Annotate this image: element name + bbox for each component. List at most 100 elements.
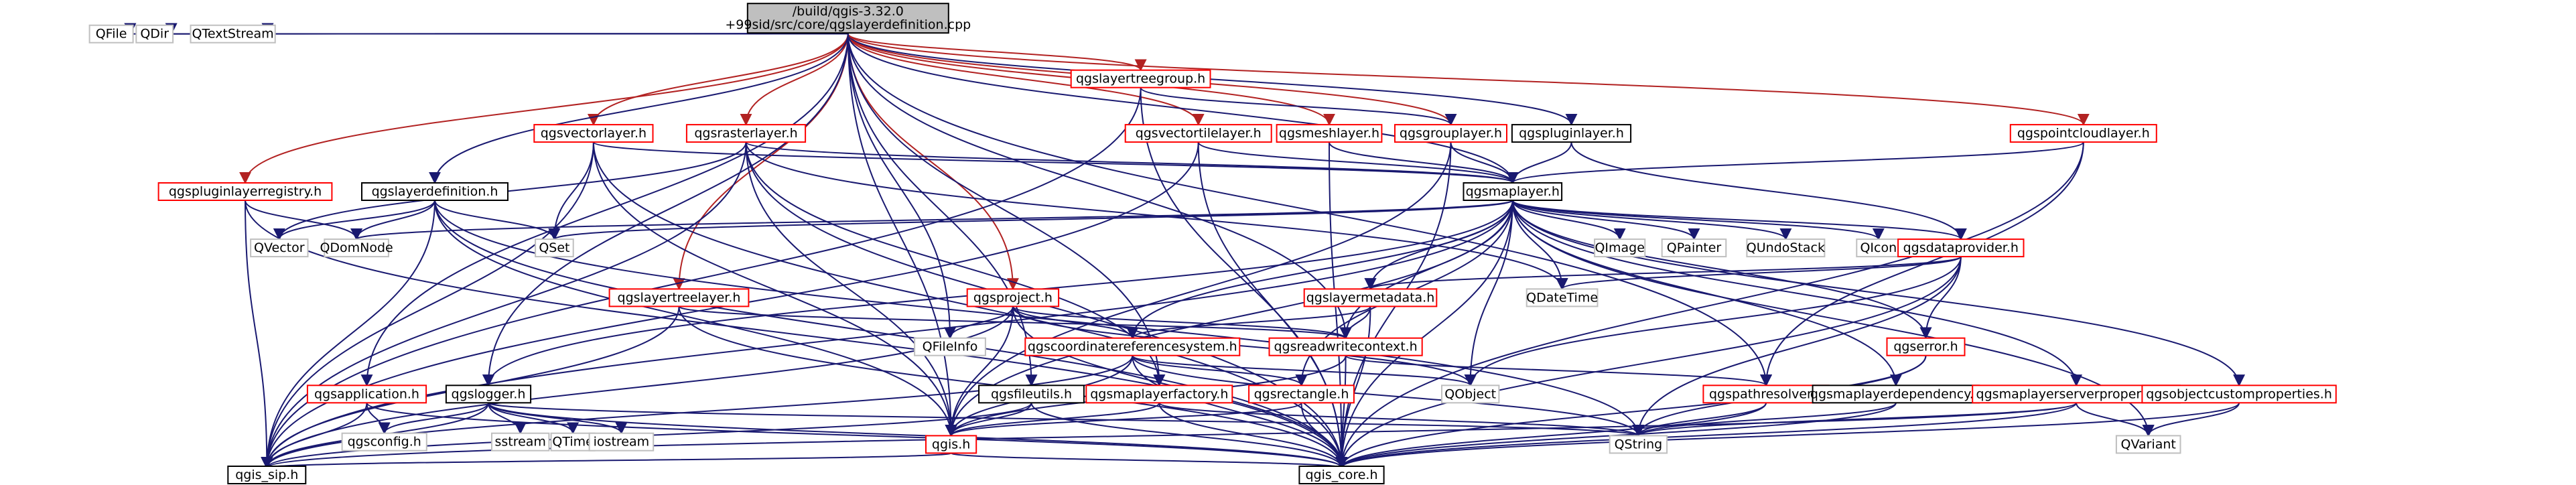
node-box — [1276, 124, 1383, 143]
node-label: QTime — [552, 435, 593, 449]
node-qgsobjectcustomproperties-h[interactable]: qgsobjectcustomproperties.h — [2141, 385, 2337, 404]
edge-root-to-qgslayertreegroup-h — [847, 33, 1147, 72]
edge-root-to-qfileinfo — [847, 33, 956, 340]
edge-root-to-qgspluginlayerregistry-h — [239, 33, 849, 184]
node-qpainter: QPainter — [1661, 238, 1727, 258]
node-label: qgslayerdefinition.h — [372, 184, 498, 199]
edge-qgsvectorlayer-h-to-qgsmaplayer-h — [592, 141, 1519, 184]
node-qgsvectorlayer-h[interactable]: qgsvectorlayer.h — [533, 124, 654, 143]
edge-qgsmaplayerfactory-h-to-qstring — [1158, 402, 1644, 437]
node-label: qgslogger.h — [452, 387, 526, 401]
node-qgslayerdefinition-h[interactable]: qgslayerdefinition.h — [361, 182, 509, 201]
node-box — [1268, 337, 1423, 356]
node-label: qgsrectangle.h — [1254, 387, 1349, 401]
node-box — [1248, 385, 1355, 404]
node-qdir: QDir — [135, 24, 174, 44]
edge-qgslayermetadata-h-to-qgscoordinatereferencesystem-h — [1126, 305, 1371, 340]
edge-qgscoordinatereferencesystem-h-to-qstring — [1132, 355, 1645, 437]
node-qicon: QIcon — [1856, 238, 1901, 258]
node-label: QDateTime — [1526, 290, 1598, 305]
node-label: qgsmaplayer.h — [1466, 184, 1560, 199]
node-label: qgsconfig.h — [348, 435, 421, 449]
node-qgsrasterlayer-h[interactable]: qgsrasterlayer.h — [685, 124, 807, 143]
edge-qgsmaplayerfactory-h-to-qgis-core-h — [1158, 403, 1348, 470]
node-qgsrectangle-h[interactable]: qgsrectangle.h — [1248, 385, 1355, 404]
node-box — [533, 124, 654, 143]
node-qgserror-h[interactable]: qgserror.h — [1886, 337, 1966, 356]
node-label: QPainter — [1667, 240, 1722, 255]
node-box — [1897, 238, 2025, 258]
node-qvariant: QVariant — [2115, 435, 2181, 454]
edge-qgsmaplayer-h-to-qgsmaplayerserverproperties-h — [1511, 200, 2083, 387]
node-qgscoordinatereferencesystem-h[interactable]: qgscoordinatereferencesystem.h — [1024, 337, 1241, 356]
edge-qgspluginlayerregistry-h-to-qdomnode — [245, 200, 363, 240]
edge-root-to-qtextstream — [266, 24, 849, 36]
node-qstring: QString — [1609, 435, 1668, 454]
node-qset: QSet — [535, 238, 574, 258]
edge-qgsobjectcustomproperties-h-to-qgis-core-h — [1335, 402, 2240, 470]
node-label: qgsapplication.h — [314, 387, 419, 401]
node-box — [1886, 337, 1966, 356]
node-box — [2115, 435, 2181, 454]
node-qgis-core-h[interactable]: qgis_core.h — [1298, 466, 1385, 484]
edge-qgsmaplayerfactory-h-to-qgis-h — [945, 402, 1160, 437]
node-qgslayertreegroup-h[interactable]: qgslayertreegroup.h — [1070, 69, 1211, 88]
node-box — [535, 238, 574, 258]
node-qgsmaplayerfactory-h[interactable]: qgsmaplayerfactory.h — [1085, 385, 1233, 404]
node-qgsconfig-h: qgsconfig.h — [341, 432, 427, 452]
node-box — [588, 432, 655, 452]
node-qgsproject-h[interactable]: qgsproject.h — [966, 288, 1060, 307]
node-qgspathresolver-h[interactable]: qgspathresolver.h — [1702, 385, 1830, 404]
node-qgsgrouplayer-h[interactable]: qgsgrouplayer.h — [1394, 124, 1507, 143]
edge-root-to-qgsrasterlayer-h — [740, 33, 849, 126]
node-qgslayertreelayer-h[interactable]: qgslayertreelayer.h — [608, 288, 750, 307]
node-qgsmaplayer-h[interactable]: qgsmaplayer.h — [1463, 182, 1563, 201]
node-qgsfileutils-h[interactable]: qgsfileutils.h — [978, 385, 1085, 404]
node-qgspluginlayerregistry-h[interactable]: qgspluginlayerregistry.h — [157, 182, 333, 201]
edge-qgsproject-h-to-qfileinfo — [944, 306, 1014, 340]
node-label: qgsgrouplayer.h — [1400, 126, 1502, 141]
edge-qgspluginlayerregistry-h-to-qgis-core-h — [245, 200, 1348, 470]
node-qgspluginlayer-h[interactable]: qgspluginlayer.h — [1511, 124, 1632, 143]
node-label: qgsmaplayerserverproperties.h — [1976, 387, 2177, 401]
node-qfileinfo: QFileInfo — [914, 337, 986, 356]
node-qgsvectortilelayer-h[interactable]: qgsvectortilelayer.h — [1124, 124, 1272, 143]
edge-qgsvectorlayer-h-to-qgis-h — [592, 142, 957, 437]
node-qgsapplication-h[interactable]: qgsapplication.h — [306, 385, 427, 404]
node-qimage: QImage — [1594, 238, 1646, 258]
node-qgsmeshlayer-h[interactable]: qgsmeshlayer.h — [1276, 124, 1383, 143]
node-box — [157, 182, 333, 201]
node-box — [190, 24, 276, 44]
node-box — [306, 385, 427, 404]
node-label: +99sid/src/core/qgslayerdefinition.cpp — [725, 17, 971, 32]
edge-qgsvectorlayer-h-to-qset — [548, 142, 594, 240]
node-qgslayermetadata-h[interactable]: qgslayermetadata.h — [1303, 288, 1438, 307]
node-box — [1594, 238, 1646, 258]
edge-qgsmaplayer-h-to-qobject — [1464, 200, 1513, 387]
node-label: qgis_core.h — [1305, 468, 1377, 482]
node-label: qgserror.h — [1893, 340, 1958, 354]
node-qgis-sip-h[interactable]: qgis_sip.h — [227, 466, 307, 484]
node-box — [1609, 435, 1668, 454]
edge-root-to-qgslayerdefinition-h — [429, 33, 849, 184]
edge-qgsdataprovider-h-to-qobject — [1464, 257, 1962, 387]
node-box — [1298, 466, 1385, 484]
node-label: qgsvectorlayer.h — [541, 126, 647, 141]
node-qgsdataprovider-h[interactable]: qgsdataprovider.h — [1897, 238, 2025, 258]
edge-qgsmaplayerserverproperties-h-to-qgis-core-h — [1335, 402, 2078, 470]
node-qgslogger-h[interactable]: qgslogger.h — [445, 385, 532, 404]
node-qgsreadwritecontext-h[interactable]: qgsreadwritecontext.h — [1268, 337, 1423, 356]
edge-qgslayertreegroup-h-to-qgis-core-h — [1140, 87, 1348, 470]
node-label: QVector — [254, 240, 305, 255]
node-qgis-h[interactable]: qgis.h — [925, 435, 977, 454]
node-label: qgis_sip.h — [235, 468, 298, 482]
node-qgsmaplayerdependency-h[interactable]: qgsmaplayerdependency.h — [1810, 385, 1982, 404]
node-root[interactable]: /build/qgis-3.32.0+99sid/src/core/qgslay… — [725, 3, 971, 34]
edge-qgsrasterlayer-h-to-qvector — [273, 142, 747, 240]
node-qgspointcloudlayer-h[interactable]: qgspointcloudlayer.h — [2009, 124, 2157, 143]
edge-root-to-qgspointcloudlayer-h — [847, 33, 2090, 126]
node-box — [135, 24, 174, 44]
node-label: sstream — [494, 435, 545, 449]
node-label: qgspluginlayer.h — [1519, 126, 1624, 141]
edge-qgsmeshlayer-h-to-qgsmaplayer-h — [1329, 141, 1519, 184]
